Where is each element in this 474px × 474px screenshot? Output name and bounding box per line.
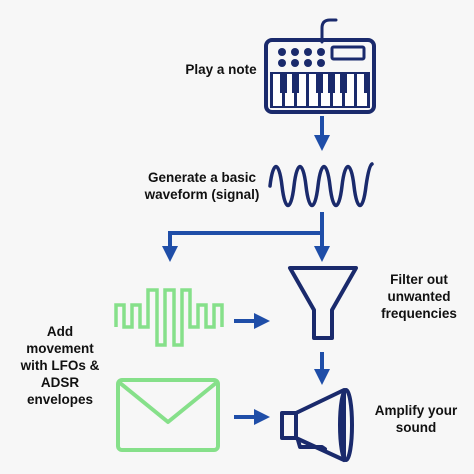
arrow-waveform-split <box>162 212 330 262</box>
modulation-label: Add movement with LFOs & ADSR envelopes <box>20 324 100 407</box>
envelope-icon <box>116 378 220 452</box>
sine-wave-icon <box>268 162 374 208</box>
synth-keyboard-icon <box>264 18 376 114</box>
play-note-label: Play a note <box>185 62 257 77</box>
amplify-label: Amplify your sound <box>374 403 458 435</box>
megaphone-icon <box>280 388 354 462</box>
generate-waveform-label: Generate a basic waveform (signal) <box>144 170 260 202</box>
square-wave-icon <box>114 288 224 347</box>
filter-label: Filter out unwanted frequencies <box>381 272 457 321</box>
funnel-icon <box>288 266 358 340</box>
